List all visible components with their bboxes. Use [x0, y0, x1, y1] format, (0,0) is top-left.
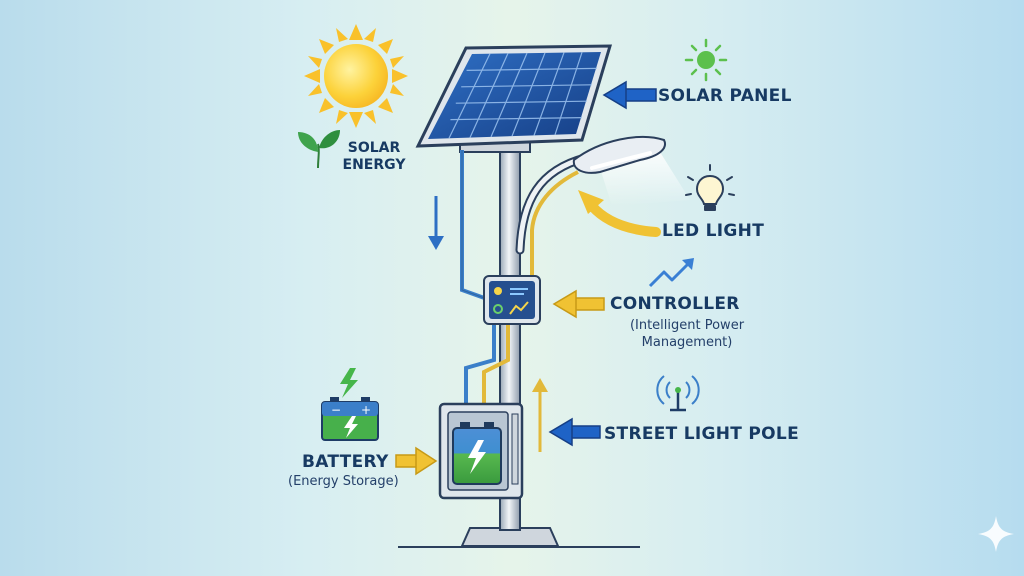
leaf-icon	[298, 130, 340, 169]
solar-panel	[415, 44, 613, 148]
label-street-light-pole: STREET LIGHT POLE	[604, 424, 799, 444]
label-battery: BATTERY	[302, 452, 389, 472]
label-led-light: LED LIGHT	[662, 221, 765, 241]
lightbulb-icon	[685, 164, 735, 211]
label-solar-panel: SOLAR PANEL	[658, 86, 792, 106]
pointer-solar-panel	[602, 80, 657, 110]
label-controller-subtitle: (Intelligent Power Management)	[602, 317, 772, 351]
label-controller: CONTROLLER	[610, 294, 740, 314]
label-controller-sub-line1: (Intelligent Power	[629, 318, 745, 333]
battery-icon: − +	[321, 397, 379, 441]
pointer-controller	[552, 289, 605, 319]
flow-arrow-down	[428, 196, 444, 250]
svg-text:−: −	[331, 403, 341, 417]
pointer-led-light	[578, 190, 661, 237]
pointer-street-light-pole	[548, 417, 601, 447]
battery-cabinet	[438, 402, 524, 500]
sun-icon	[304, 24, 408, 128]
wire-blue-battery	[464, 320, 496, 410]
wire-yellow-battery	[482, 320, 510, 410]
sparkle-icon	[978, 516, 1014, 552]
controller-box	[483, 275, 541, 325]
trend-arrow-icon	[648, 258, 694, 288]
flow-arrow-up	[532, 378, 548, 452]
svg-text:+: +	[361, 403, 371, 417]
wire-blue-panel	[460, 150, 491, 302]
label-battery-subtitle: (Energy Storage)	[288, 474, 399, 489]
wire-yellow-lamp	[530, 170, 579, 278]
antenna-icon	[656, 375, 700, 412]
led-lamp-head	[572, 136, 666, 174]
label-solar-energy: SOLAR ENERGY	[334, 140, 414, 174]
lightning-icon	[340, 368, 358, 398]
label-controller-sub-line2: Management)	[641, 335, 733, 350]
label-solar-energy-line2: ENERGY	[342, 157, 406, 173]
green-sun-icon	[684, 38, 728, 82]
pointer-battery	[395, 446, 438, 476]
label-solar-energy-line1: SOLAR	[347, 140, 401, 156]
pole-base	[460, 527, 560, 547]
